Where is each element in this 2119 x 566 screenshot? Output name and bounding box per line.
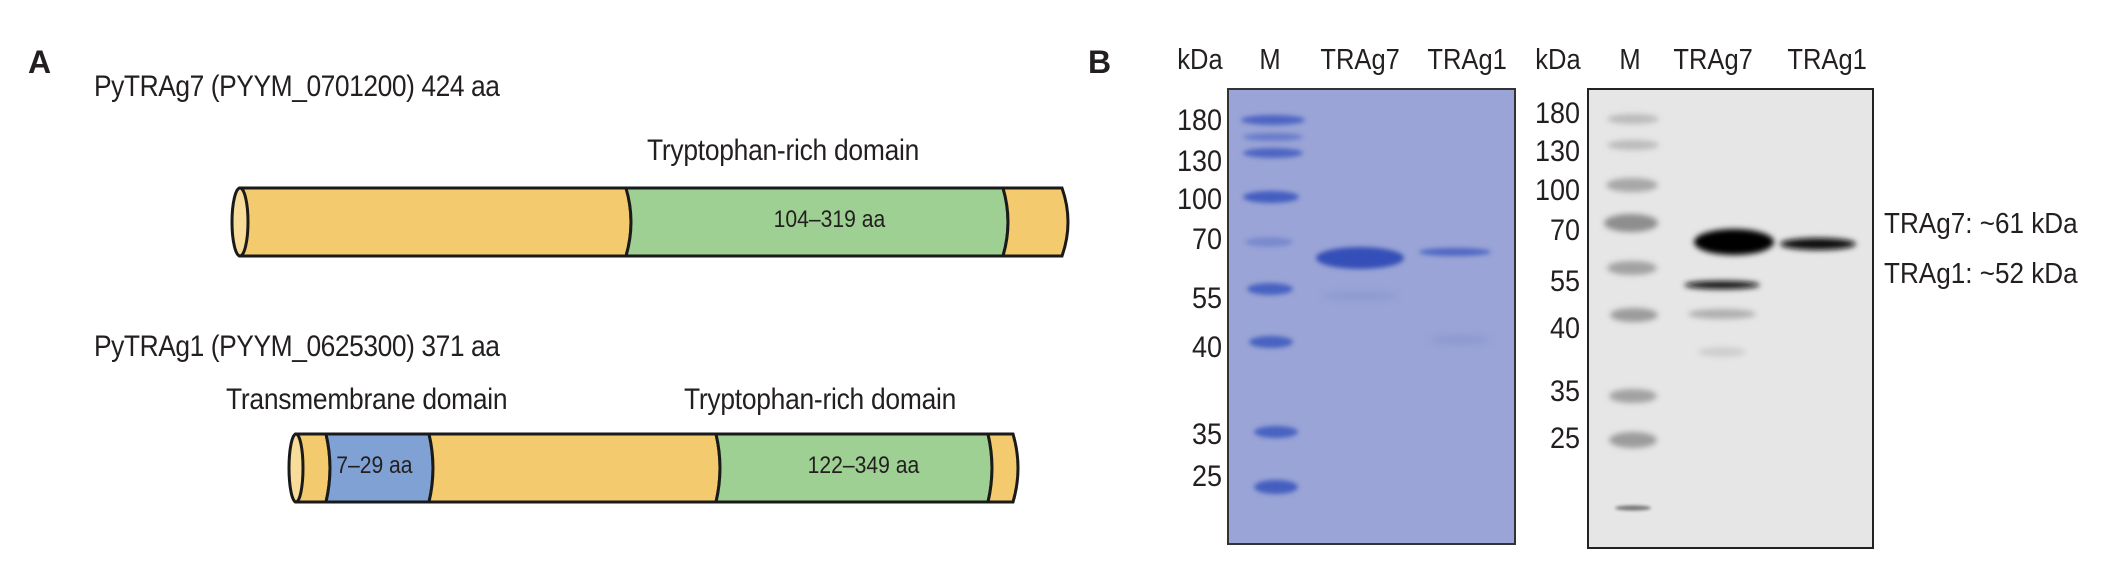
gel1-kda-header: kDa xyxy=(1177,44,1223,76)
gel2-marker-label: 55 xyxy=(1549,265,1580,298)
gel2-lane-m: M xyxy=(1619,44,1641,76)
segment-label-trag1-transmembrane: 7–29 aa xyxy=(336,452,413,479)
gel1-band-trag1 xyxy=(1419,248,1491,256)
domain-label-transmembrane-trag1: Transmembrane domain xyxy=(226,383,508,416)
gel1-marker-label: 180 xyxy=(1176,104,1222,137)
gel2-marker-label: 70 xyxy=(1549,214,1580,247)
segment-other xyxy=(986,432,1020,504)
gel2-marker-label: 35 xyxy=(1549,375,1580,408)
gel1-marker-label: 35 xyxy=(1191,418,1222,451)
gel2-lane-trag7: TRAg7 xyxy=(1673,44,1753,76)
gel1-marker-label: 100 xyxy=(1176,183,1222,216)
gel2-kda-header: kDa xyxy=(1535,44,1581,76)
gel2-band-trag7-secondary xyxy=(1684,281,1760,289)
protein-title-trag1: PyTRAg1 (PYYM_0625300) 371 aa xyxy=(94,330,500,363)
panel-a-letter: A xyxy=(28,44,52,80)
annotation-trag1-mw: TRAg1: ~52 kDa xyxy=(1884,258,2078,290)
annotation-trag7-mw: TRAg7: ~61 kDa xyxy=(1884,208,2078,240)
protein-bar-trag7 xyxy=(230,186,1070,258)
gel1-lane-m: M xyxy=(1259,44,1281,76)
gel1-marker-label: 130 xyxy=(1176,145,1222,178)
gel2-marker-label: 180 xyxy=(1534,97,1580,130)
cylinder-cap xyxy=(287,432,305,504)
protein-bar-trag1 xyxy=(287,432,1020,504)
gel2-marker-lane xyxy=(1604,114,1659,448)
gel1-marker-label: 40 xyxy=(1191,331,1222,364)
gel1-marker-lane xyxy=(1241,115,1305,494)
segment-label-trag1-tryptophan: 122–349 aa xyxy=(807,452,920,479)
segment-other xyxy=(1000,186,1070,258)
gel2-band-trag7 xyxy=(1694,229,1774,255)
gel1-lane-trag1: TRAg1 xyxy=(1427,44,1507,76)
gel2-marker-label: 25 xyxy=(1549,422,1580,455)
domain-label-tryptophan-trag7: Tryptophan-rich domain xyxy=(647,134,920,167)
cylinder-cap xyxy=(230,186,250,258)
protein-title-trag7: PyTRAg7 (PYYM_0701200) 424 aa xyxy=(94,70,500,103)
gel2-marker-label: 100 xyxy=(1534,174,1580,207)
segment-label-trag7-tryptophan: 104–319 aa xyxy=(773,206,886,233)
gel2-marker-label: 40 xyxy=(1549,312,1580,345)
gel2-band-trag1 xyxy=(1780,238,1856,250)
gel1-marker-label: 70 xyxy=(1191,223,1222,256)
domain-label-tryptophan-trag1: Tryptophan-rich domain xyxy=(684,383,957,416)
gel1-lane-trag7: TRAg7 xyxy=(1320,44,1400,76)
gel2-marker-label: 130 xyxy=(1534,135,1580,168)
gel1-band-trag7 xyxy=(1316,247,1404,269)
panel-b-letter: B xyxy=(1088,44,1112,80)
gel1-marker-label: 25 xyxy=(1191,460,1222,493)
gel1-marker-label: 55 xyxy=(1191,282,1222,315)
gel2-lane-trag1: TRAg1 xyxy=(1787,44,1867,76)
